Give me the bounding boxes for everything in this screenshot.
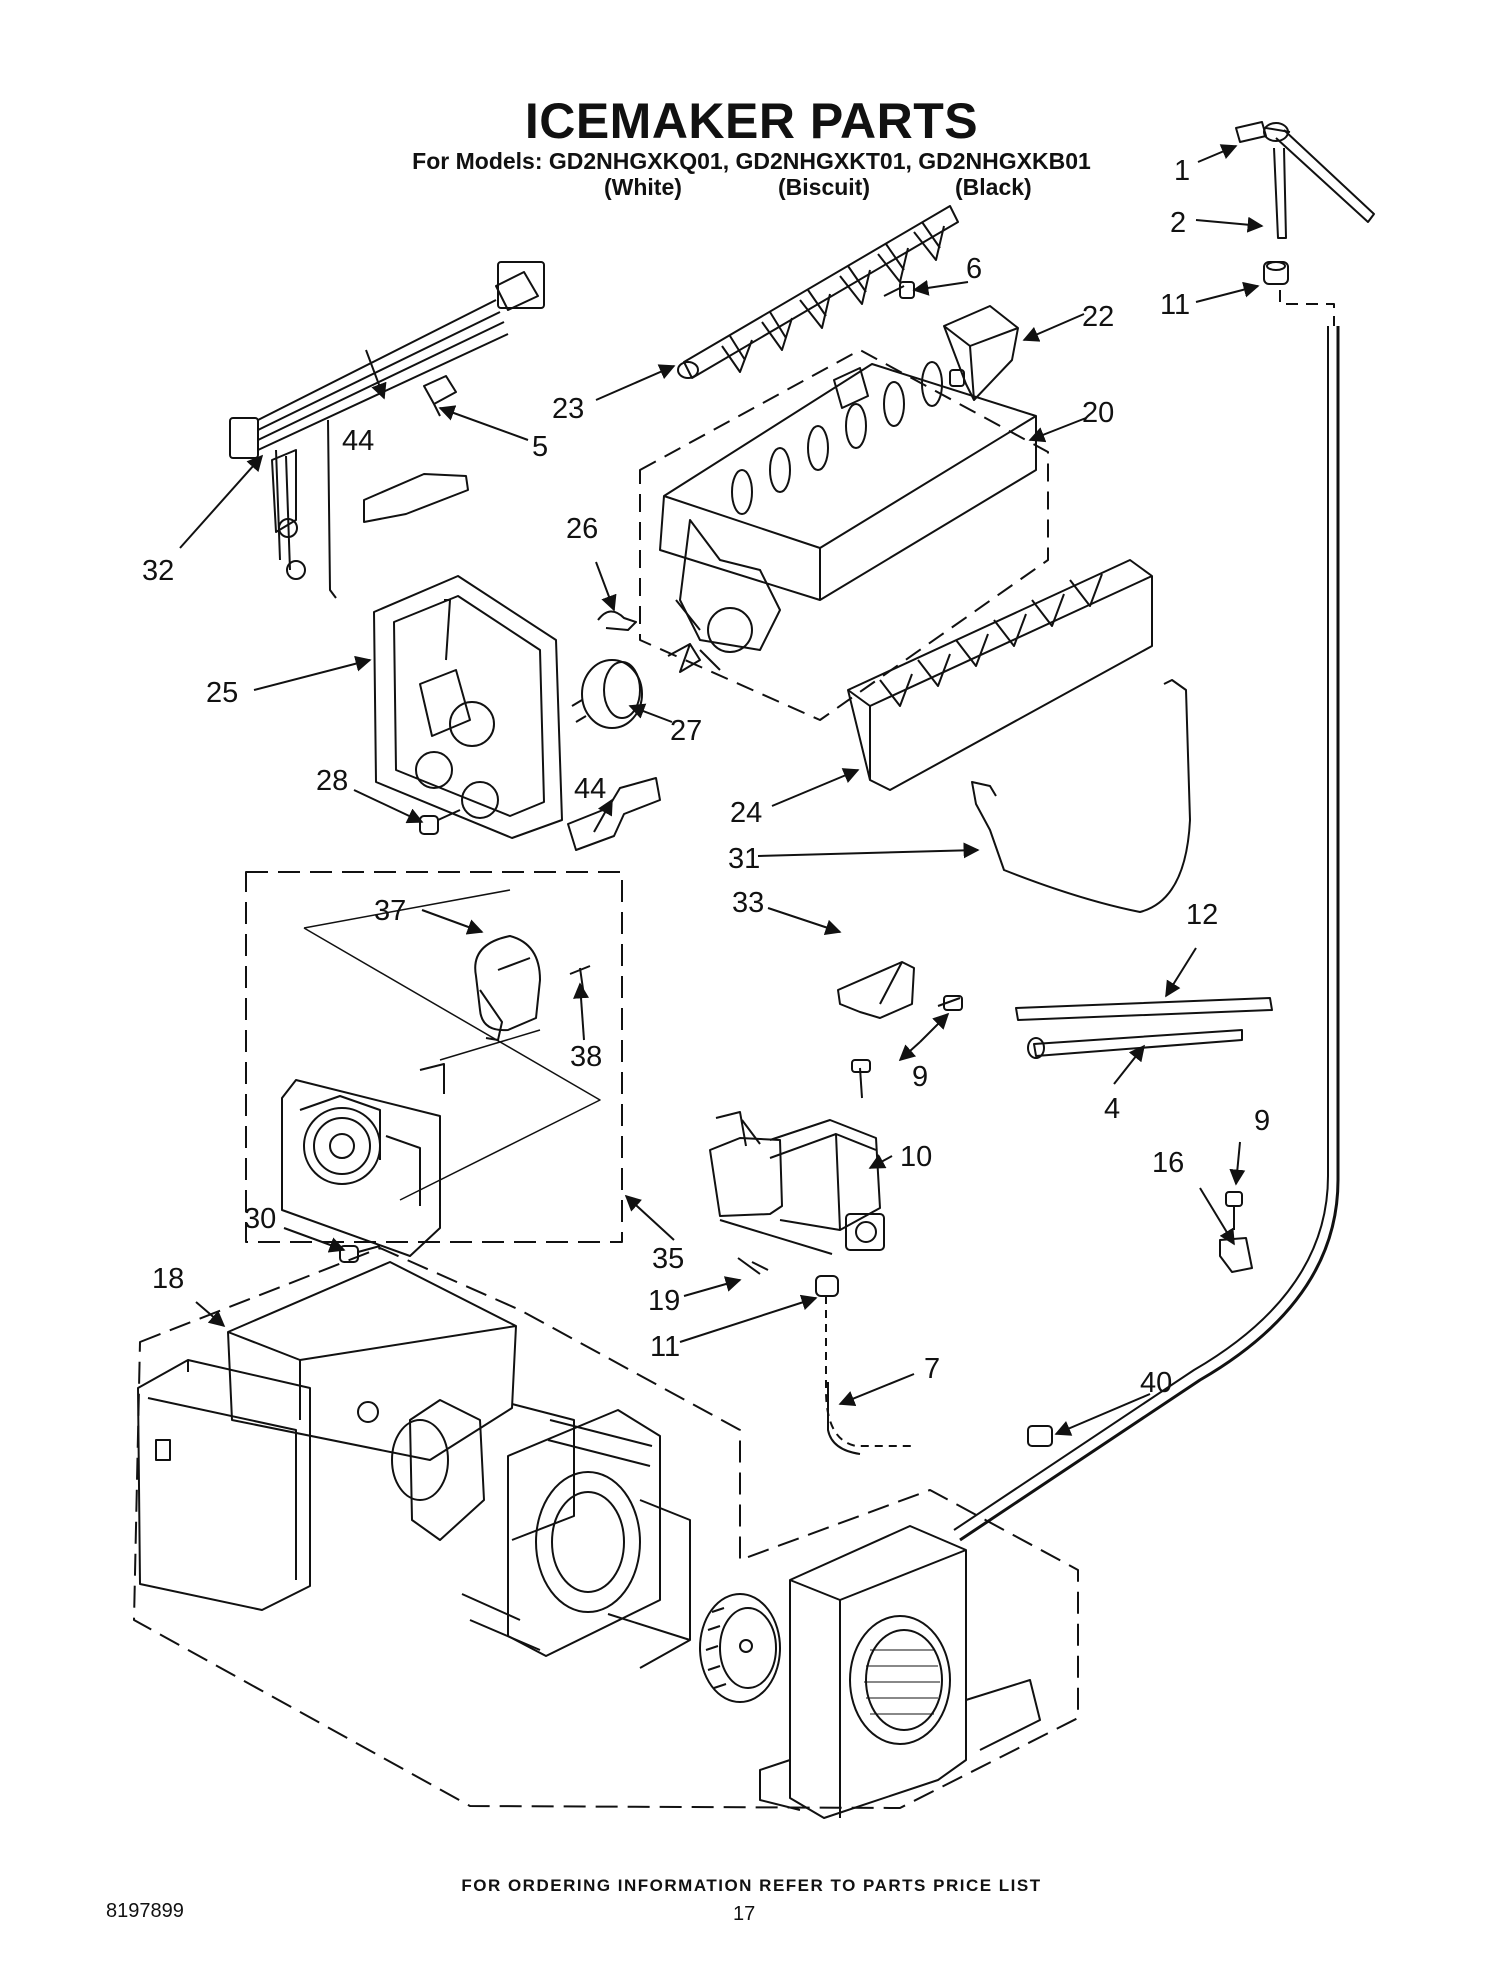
callout-7: 7 <box>924 1353 940 1385</box>
callout-22: 22 <box>1082 301 1114 333</box>
dispenser-dashed-outline <box>133 1247 1079 1809</box>
callout-23: 23 <box>552 393 584 425</box>
callout-27: 27 <box>670 715 702 747</box>
ordering-note: FOR ORDERING INFORMATION REFER TO PARTS … <box>461 1876 1042 1895</box>
callout-40: 40 <box>1140 1367 1172 1399</box>
callout-10: 10 <box>900 1141 932 1173</box>
wire-harness-drawing <box>229 261 545 599</box>
screw-19-drawing <box>737 1257 769 1275</box>
callout-24: 24 <box>730 797 762 829</box>
callout-11-top: 11 <box>1160 289 1190 321</box>
variant-white: (White) <box>604 174 682 200</box>
page-title: ICEMAKER PARTS <box>524 93 979 149</box>
water-tube-drawing <box>959 326 1340 1542</box>
callout-25: 25 <box>206 677 238 709</box>
callout-5: 5 <box>532 431 548 463</box>
clamp-16-drawing <box>1219 1237 1253 1273</box>
callout-12: 12 <box>1186 899 1218 931</box>
fan-housing-drawing <box>759 1525 1041 1819</box>
water-valve-drawing <box>709 1111 885 1255</box>
tube-12-drawing <box>1015 997 1273 1021</box>
ejector-shaft-drawing <box>677 205 959 379</box>
document-number: 8197899 <box>106 1900 184 1922</box>
mold-dashed-outline <box>639 349 1049 721</box>
callout-31: 31 <box>728 843 760 875</box>
dispenser-assembly-drawing <box>137 1261 691 1669</box>
callout-9-left: 9 <box>912 1061 928 1093</box>
callout-6: 6 <box>966 253 982 285</box>
callout-4: 4 <box>1104 1093 1120 1125</box>
shutoff-arm-drawing <box>971 679 1191 913</box>
screws-9-drawing <box>851 995 963 1099</box>
callout-35: 35 <box>652 1243 684 1275</box>
gear-plate-drawing <box>281 1063 445 1257</box>
icemaker-mold-drawing <box>659 361 1037 673</box>
bracket-33-drawing <box>837 961 915 1019</box>
clip-5-drawing <box>423 375 457 417</box>
page-number: 17 <box>733 1903 756 1925</box>
nut-40-drawing <box>1027 1425 1053 1447</box>
callout-2: 2 <box>1170 207 1186 239</box>
callout-1: 1 <box>1174 155 1190 187</box>
nut-drawing-top <box>1263 261 1289 285</box>
module-kit-dashed-outline <box>245 871 623 1243</box>
screw-30-drawing <box>339 1245 381 1263</box>
callout-9-right: 9 <box>1254 1105 1270 1137</box>
screw-9-right-drawing <box>1225 1191 1243 1230</box>
screw-28-drawing <box>419 809 461 835</box>
nut-drawing-lower <box>815 1275 839 1297</box>
fill-cup-drawing <box>943 305 1019 401</box>
callout-37: 37 <box>374 895 406 927</box>
leader-arrows <box>179 144 1264 1436</box>
motor-drawing <box>474 935 541 1041</box>
callout-20: 20 <box>1082 397 1114 429</box>
callout-11-lower: 11 <box>650 1331 680 1363</box>
thermostat-drawing <box>571 659 643 729</box>
callout-26: 26 <box>566 513 598 545</box>
callout-30: 30 <box>244 1203 276 1235</box>
callout-18: 18 <box>152 1263 184 1295</box>
callout-labels: 1 2 11 6 22 23 5 20 44 32 26 25 27 44 28… <box>142 155 1270 1399</box>
shield-44-upper-drawing <box>363 473 469 523</box>
callout-16: 16 <box>1152 1147 1184 1179</box>
stripper-drawing <box>847 559 1153 791</box>
tube-7-drawing <box>825 1296 912 1447</box>
module-cover-drawing <box>373 575 563 839</box>
variant-black: (Black) <box>955 174 1032 200</box>
callout-44-upper: 44 <box>342 425 374 457</box>
fan-wheel-drawing <box>699 1593 781 1703</box>
models-line: For Models: GD2NHGXKQ01, GD2NHGXKT01, GD… <box>412 148 1091 174</box>
variant-biscuit: (Biscuit) <box>778 174 870 200</box>
callout-44-lower: 44 <box>574 773 606 805</box>
inlet-fitting-drawing <box>1235 121 1375 239</box>
screw-6-drawing <box>883 281 915 299</box>
clip-26-drawing <box>597 610 637 631</box>
tube-4-drawing <box>1033 1029 1243 1057</box>
callout-19: 19 <box>648 1285 680 1317</box>
callout-38: 38 <box>570 1041 602 1073</box>
callout-28: 28 <box>316 765 348 797</box>
callout-32: 32 <box>142 555 174 587</box>
callout-33: 33 <box>732 887 764 919</box>
